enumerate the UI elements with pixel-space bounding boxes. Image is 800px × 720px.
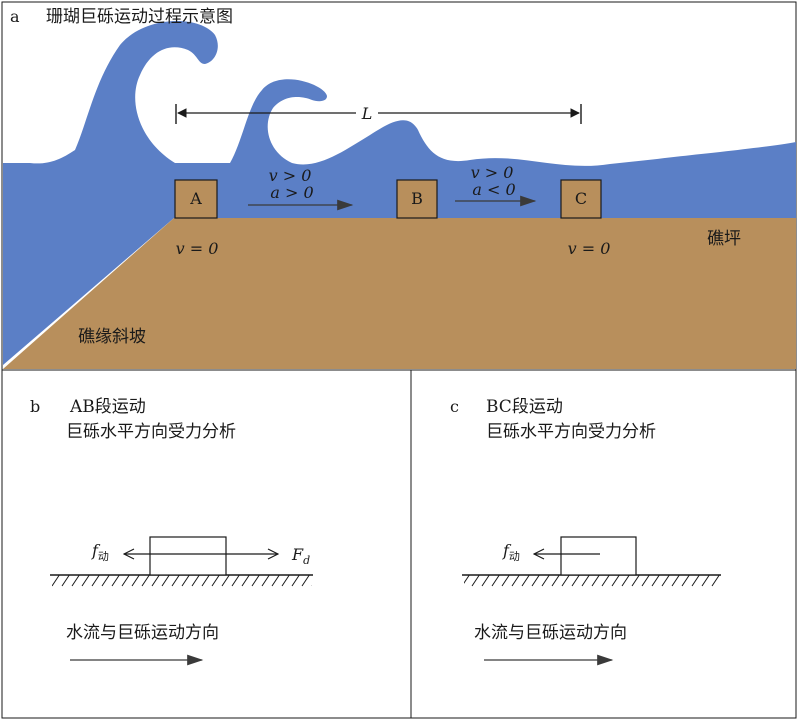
panel-c-ground-hatch <box>464 575 720 587</box>
panel-a-letter: a <box>10 7 20 26</box>
panel-c-friction-sub: 动 <box>509 550 520 563</box>
block-a-label: A <box>189 189 202 208</box>
bc-accel-text: a < 0 <box>472 180 515 199</box>
panel-c-direction-label: 水流与巨砾运动方向 <box>474 623 627 643</box>
panel-b-drag-sub: d <box>303 554 310 567</box>
panel-c-title-line1: BC段运动 <box>486 397 563 417</box>
panel-c-block <box>560 536 637 576</box>
panel-a: L A B C v > 0 a > 0 v > 0 a < 0 v = 0 v … <box>1 1 797 371</box>
panel-b-direction-label: 水流与巨砾运动方向 <box>66 623 219 643</box>
ab-accel-text: a > 0 <box>270 183 313 202</box>
panel-c-friction-main: f <box>502 541 512 560</box>
panel-b-ground-hatch <box>52 575 312 587</box>
panel-b-drag-main: F <box>291 545 304 564</box>
block-b-label: B <box>411 189 423 208</box>
panel-c-letter: c <box>450 397 459 416</box>
ab-velocity-text: v > 0 <box>269 166 312 185</box>
panel-b-drag-label: Fd <box>291 545 310 567</box>
panel-c-friction-label: f动 <box>502 541 520 563</box>
panel-b-friction-label: f动 <box>91 541 109 563</box>
reef-flat-label: 礁坪 <box>707 229 741 249</box>
l-label: L <box>361 104 373 123</box>
bc-velocity-text: v > 0 <box>471 163 514 182</box>
panel-b: b AB段运动 巨砾水平方向受力分析 f动 Fd 水流与巨砾运动方向 <box>1 369 412 719</box>
a-rest-text: v = 0 <box>176 239 219 258</box>
panel-b-friction-main: f <box>91 541 101 560</box>
panel-b-friction-sub: 动 <box>98 550 109 563</box>
block-c-label: C <box>575 189 587 208</box>
block-c <box>560 179 602 219</box>
panel-a-title: 珊瑚巨砾运动过程示意图 <box>46 7 233 27</box>
panel-c: c BC段运动 巨砾水平方向受力分析 f动 水流与巨砾运动方向 <box>410 369 797 719</box>
block-b <box>396 179 438 219</box>
panel-b-title-line1: AB段运动 <box>69 397 146 417</box>
block-a <box>174 179 218 219</box>
panel-c-title-line2: 巨砾水平方向受力分析 <box>486 422 656 442</box>
panel-b-block <box>149 536 227 576</box>
l-label-bg <box>356 104 378 122</box>
reef-slope-label: 礁缘斜坡 <box>78 327 146 347</box>
c-rest-text: v = 0 <box>568 239 611 258</box>
panel-b-title-line2: 巨砾水平方向受力分析 <box>66 422 236 442</box>
reef-sand <box>3 218 796 369</box>
panel-b-letter: b <box>30 397 40 416</box>
